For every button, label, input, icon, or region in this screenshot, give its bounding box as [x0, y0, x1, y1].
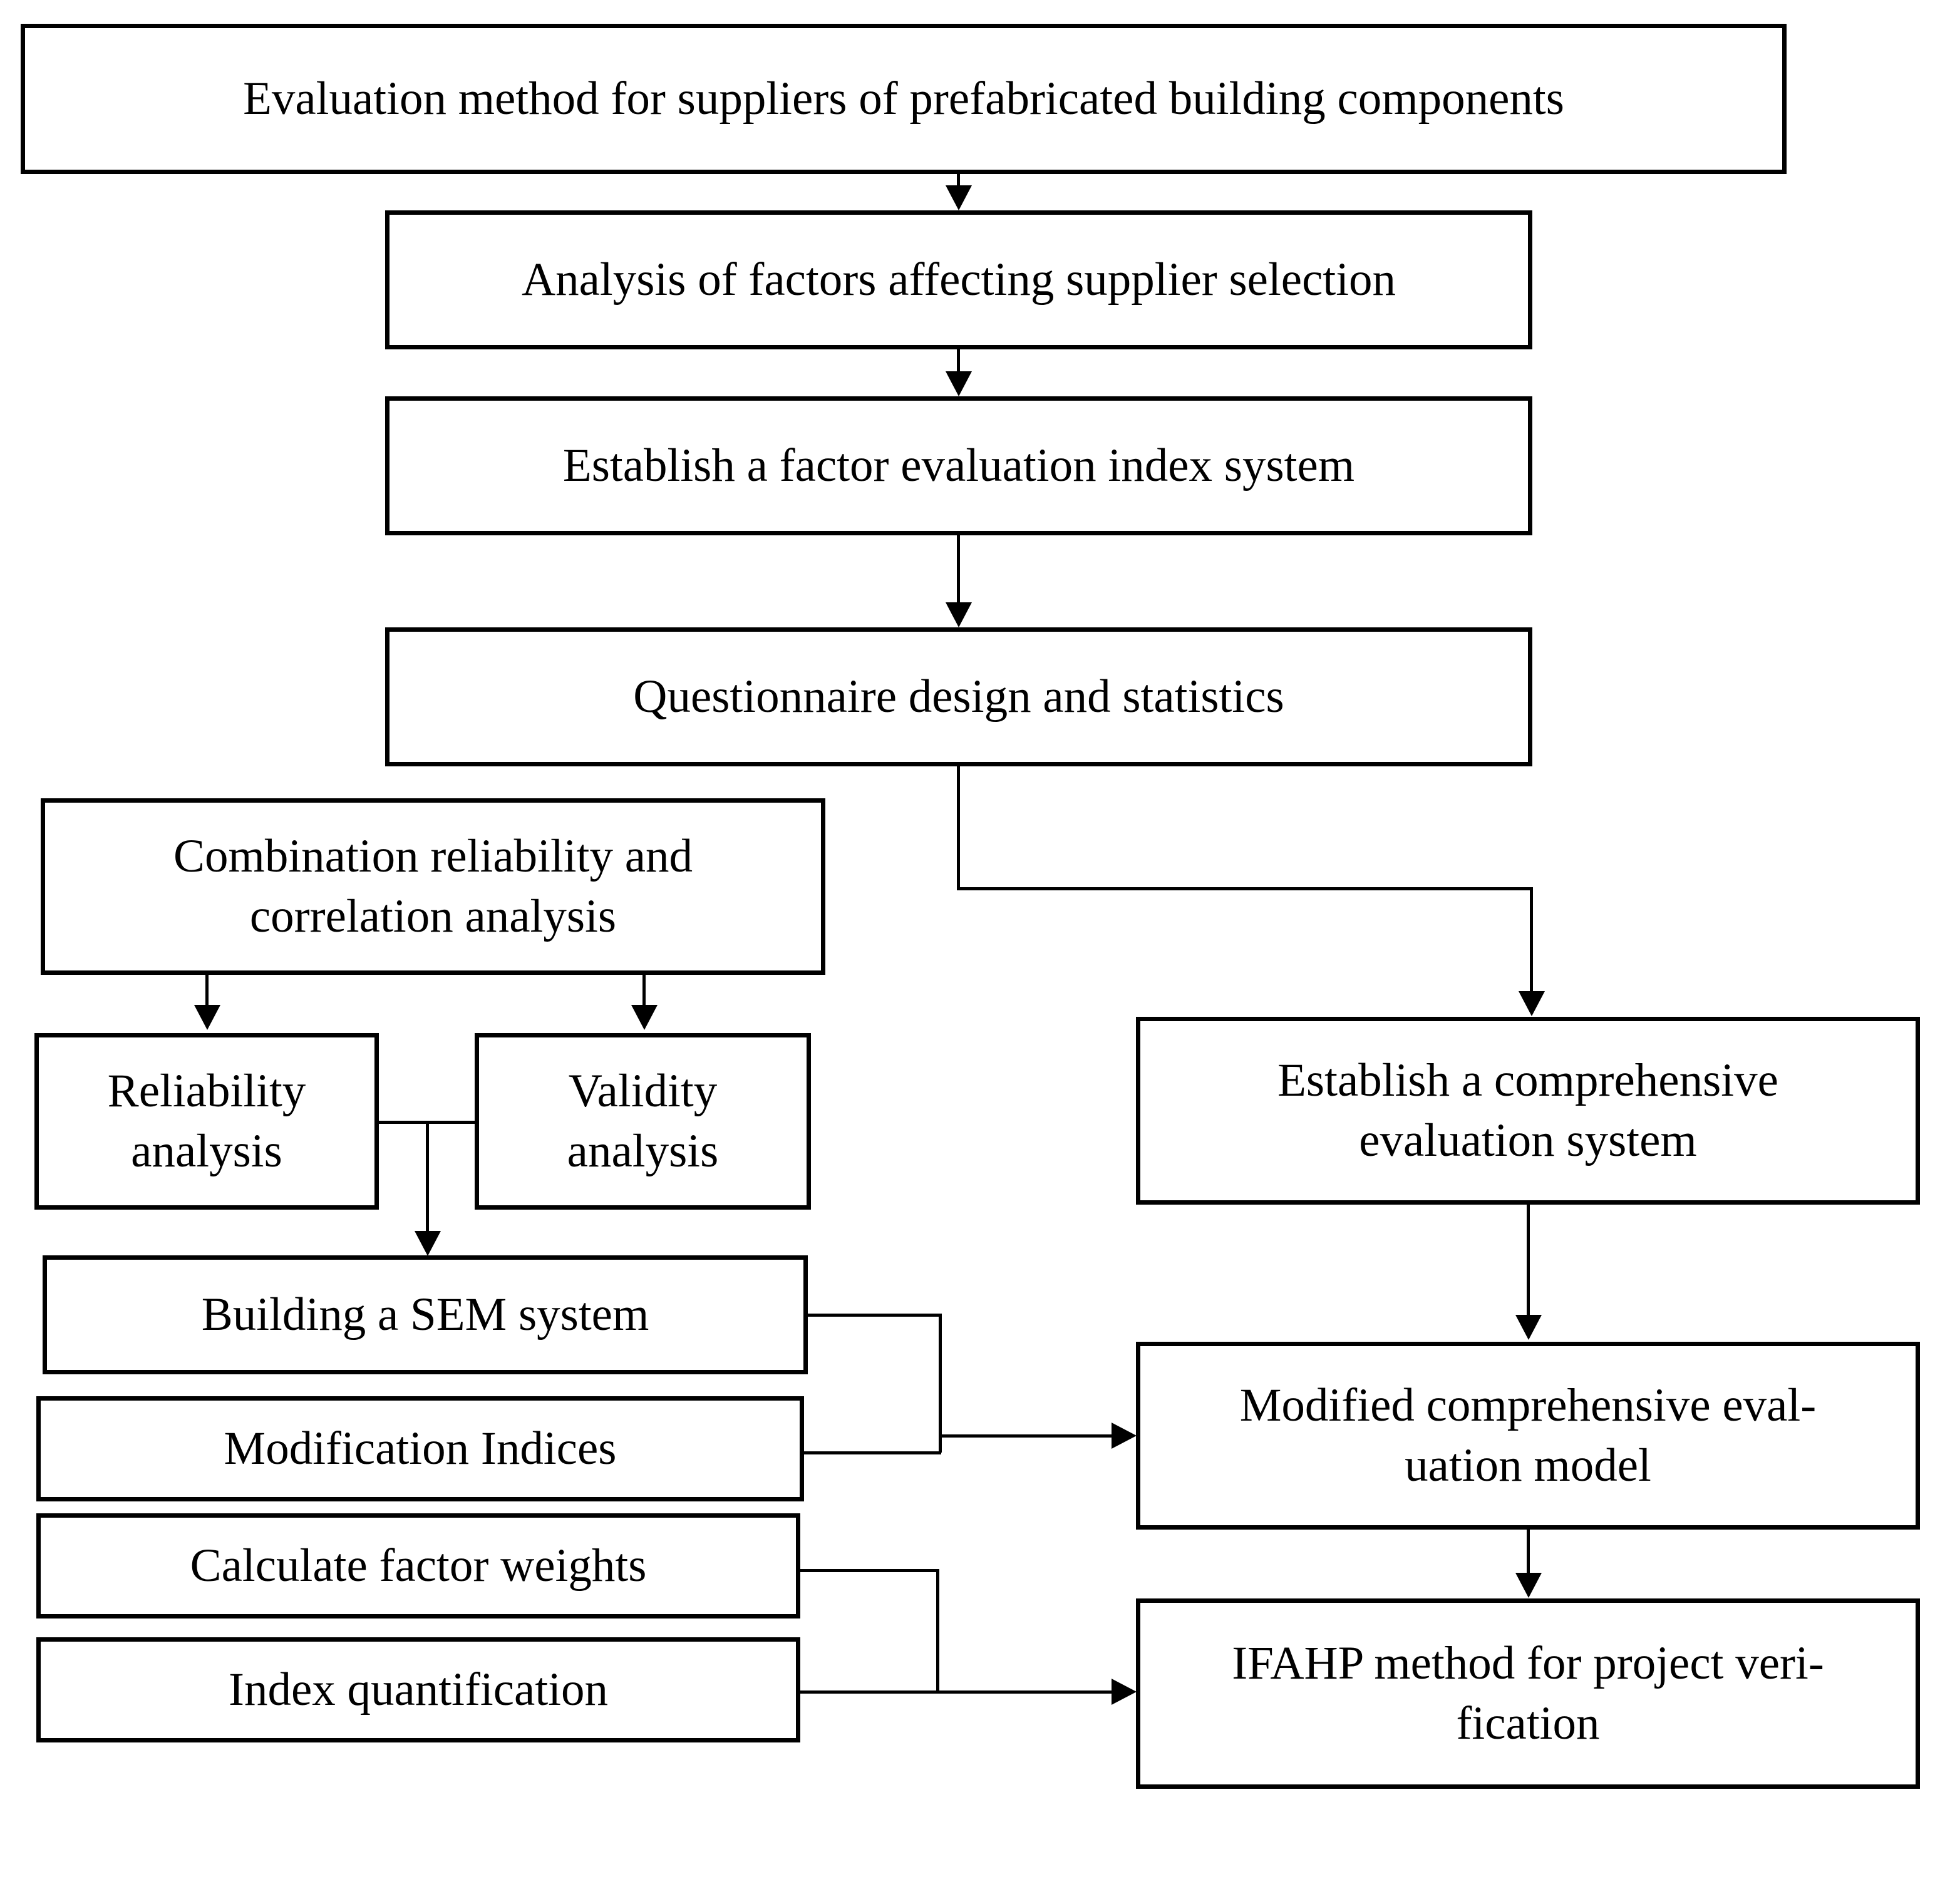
edge-questionnaire-to-compsys-vline2 — [1530, 887, 1533, 992]
edge-bracket-to-ifahp-hline — [936, 1690, 1113, 1694]
node-label: Questionnaire design and statistics — [633, 671, 1284, 723]
edge-factors-to-index-arrowhead — [946, 371, 972, 396]
edge-bracket-to-modmodel-hline — [939, 1434, 1113, 1438]
edge-sem-modind-bracket-vline — [939, 1314, 942, 1453]
edge-questionnaire-to-compsys-arrowhead — [1519, 991, 1545, 1016]
node-label: Validity analysis — [567, 1065, 719, 1177]
edge-merge-to-sem-vline — [426, 1121, 429, 1232]
edge-combination-to-reliability-line — [205, 975, 209, 1006]
node-label: IFAHP method for project veri- fication — [1232, 1637, 1824, 1749]
edge-weights-bracket-hline — [800, 1569, 939, 1572]
edge-sem-bracket-hline — [807, 1314, 941, 1317]
node-index-quantification: Index quantification — [36, 1637, 800, 1742]
edge-modmodel-to-ifahp-arrowhead — [1515, 1573, 1542, 1598]
edge-index-to-questionnaire-arrowhead — [946, 602, 972, 627]
edge-merge-to-sem-arrowhead — [415, 1231, 441, 1256]
node-establish-index-system: Establish a factor evaluation index syst… — [385, 396, 1532, 535]
edge-bracket-to-modmodel-arrowhead — [1112, 1423, 1137, 1449]
node-label: Modification Indices — [224, 1423, 617, 1474]
node-label: Calculate factor weights — [190, 1540, 647, 1592]
node-label: Evaluation method for suppliers of prefa… — [243, 73, 1564, 125]
node-ifahp-method: IFAHP method for project veri- fication — [1136, 1598, 1920, 1789]
node-modified-comprehensive-model: Modified comprehensive eval- uation mode… — [1136, 1342, 1920, 1530]
node-analysis-of-factors: Analysis of factors affecting supplier s… — [385, 210, 1532, 349]
node-label: Combination reliability and correlation … — [173, 830, 693, 942]
edge-compsys-to-modmodel-arrowhead — [1515, 1315, 1542, 1340]
edge-modind-bracket-hline — [803, 1451, 941, 1454]
node-establish-comprehensive-system: Establish a comprehensive evaluation sys… — [1136, 1017, 1920, 1205]
node-validity-analysis: Validity analysis — [475, 1033, 811, 1210]
edge-factors-to-index-line — [957, 349, 960, 374]
node-modification-indices: Modification Indices — [36, 1396, 804, 1501]
edge-root-to-factors-line — [957, 174, 960, 188]
edge-root-to-factors-arrowhead — [946, 185, 972, 210]
edge-combination-to-validity-arrowhead — [631, 1005, 658, 1030]
edge-questionnaire-to-compsys-hline — [957, 887, 1533, 890]
edge-questionnaire-to-compsys-vline1 — [957, 766, 960, 889]
node-evaluation-method-root: Evaluation method for suppliers of prefa… — [21, 24, 1787, 174]
node-label: Modified comprehensive eval- uation mode… — [1239, 1379, 1817, 1491]
node-label: Establish a comprehensive evaluation sys… — [1277, 1054, 1778, 1166]
node-label: Reliability analysis — [107, 1065, 306, 1177]
edge-weights-quant-bracket-vline — [936, 1569, 939, 1692]
edge-combination-to-reliability-arrowhead — [194, 1005, 220, 1030]
node-label: Establish a factor evaluation index syst… — [562, 440, 1355, 491]
edge-modmodel-to-ifahp-line — [1527, 1530, 1530, 1576]
edge-compsys-to-modmodel-line — [1527, 1205, 1530, 1316]
node-label: Index quantification — [228, 1664, 609, 1716]
edge-index-to-questionnaire-line — [957, 535, 960, 604]
node-questionnaire-design: Questionnaire design and statistics — [385, 627, 1532, 766]
edge-combination-to-validity-line — [642, 975, 646, 1006]
node-calculate-factor-weights: Calculate factor weights — [36, 1513, 800, 1618]
node-reliability-analysis: Reliability analysis — [34, 1033, 379, 1210]
node-label: Analysis of factors affecting supplier s… — [521, 254, 1396, 306]
node-label: Building a SEM system — [201, 1289, 649, 1341]
edge-quant-bracket-hline — [800, 1690, 939, 1694]
node-combination-reliability: Combination reliability and correlation … — [41, 798, 825, 975]
edge-bracket-to-ifahp-arrowhead — [1112, 1679, 1137, 1705]
node-building-sem-system: Building a SEM system — [43, 1255, 808, 1374]
